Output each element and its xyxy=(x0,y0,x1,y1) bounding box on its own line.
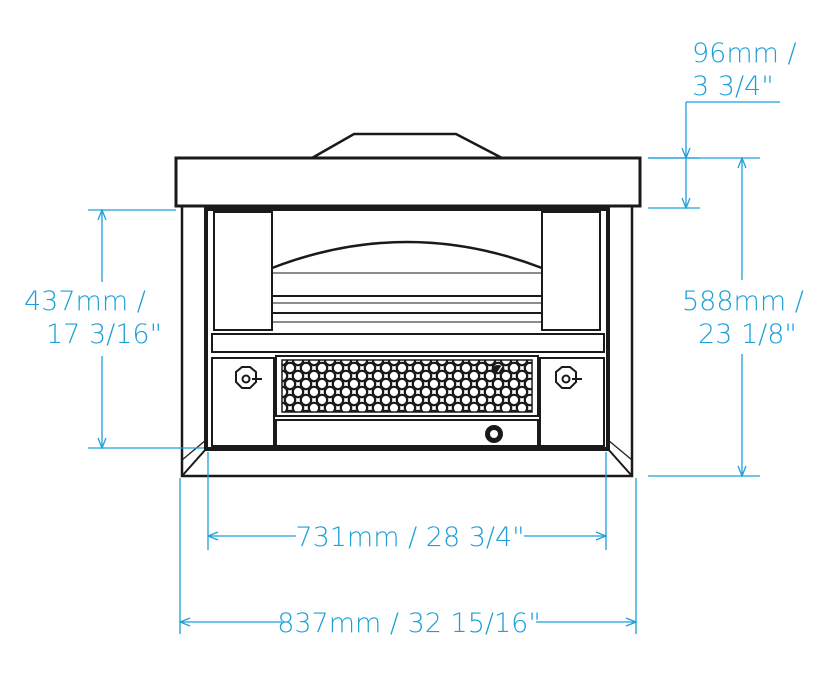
knob-icon xyxy=(555,366,582,389)
oven xyxy=(174,132,642,478)
dimension-labels: 96mm / 3 3/4" 437mm / 17 3/16" 588mm / 2… xyxy=(24,38,804,639)
overall-height-label-line1: 588mm / xyxy=(682,286,804,317)
control-rail xyxy=(211,333,605,353)
left-pillar xyxy=(213,211,273,331)
top-height-label-line1: 96mm / xyxy=(692,38,797,69)
oven-top-vent xyxy=(311,132,503,160)
overall-width-label: 837mm / 32 15/16" xyxy=(277,608,541,639)
thermometer-icon xyxy=(491,365,505,373)
grille-panel xyxy=(275,355,539,417)
oven-hood xyxy=(174,156,642,208)
opening-width-label: 731mm / 28 3/4" xyxy=(295,522,524,553)
oven-chamber-dome xyxy=(271,240,543,270)
overall-height-label-line2: 23 1/8" xyxy=(698,319,797,350)
right-pillar xyxy=(541,211,601,331)
opening-height-label-line1: 437mm / xyxy=(24,286,146,317)
dimension-lines xyxy=(88,101,780,634)
opening-height-label-line2: 17 3/16" xyxy=(46,319,162,350)
oven-opening xyxy=(204,207,610,451)
top-height-label-line2: 3 3/4" xyxy=(692,71,774,102)
right-knob-panel xyxy=(539,357,605,447)
power-button-icon xyxy=(485,425,503,443)
oven-body-frame xyxy=(180,206,634,478)
grille xyxy=(281,359,533,413)
knob-icon xyxy=(235,366,262,389)
door-panel xyxy=(275,419,539,447)
left-knob-panel xyxy=(211,357,275,447)
